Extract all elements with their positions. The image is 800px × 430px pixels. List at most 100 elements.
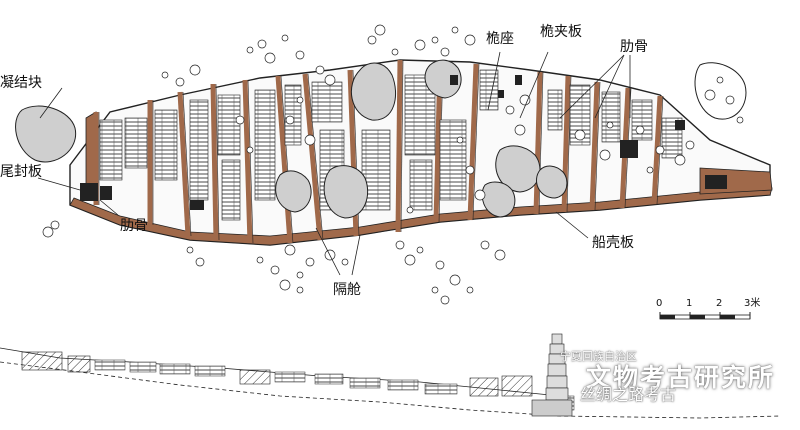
ceramic-bowl xyxy=(431,286,439,294)
ceramic-bowl xyxy=(435,260,445,270)
ceramic-bowl xyxy=(391,48,399,56)
ceramic-bowl xyxy=(451,26,459,34)
ceramic-bowl xyxy=(341,258,349,266)
cargo-stack xyxy=(284,84,302,146)
cargo-stack xyxy=(547,89,563,131)
ceramic-bowl xyxy=(519,94,531,106)
cargo-stack xyxy=(124,117,148,169)
ceramic-bowl xyxy=(646,166,654,174)
ceramic-bowl xyxy=(189,64,201,76)
section-cargo-band xyxy=(349,377,381,389)
ceramic-bowl xyxy=(235,115,245,125)
ceramic-bowl xyxy=(716,76,724,84)
section-view xyxy=(0,347,781,419)
ceramic-bowl xyxy=(685,140,695,150)
ceramic-bowl xyxy=(606,121,614,129)
section-cargo-band xyxy=(424,383,458,395)
rib-frame xyxy=(589,81,600,211)
ceramic-bowl xyxy=(431,36,439,44)
ceramic-bowl xyxy=(324,74,336,86)
ceramic-bowl xyxy=(466,286,474,294)
label-rib-bottom: 肋骨 xyxy=(120,218,148,234)
rib-frame xyxy=(275,75,293,244)
section-cargo-band xyxy=(129,361,157,373)
cargo-stack xyxy=(189,99,209,201)
cargo-stack xyxy=(631,99,653,141)
label-mast-clamp: 桅夹板 xyxy=(540,24,582,40)
label-bulkhead: 隔舱 xyxy=(333,282,361,298)
section-cargo-band xyxy=(274,371,306,383)
ceramic-bowl xyxy=(480,240,490,250)
ceramic-bowl xyxy=(674,154,686,166)
ceramic-bowl xyxy=(161,71,169,79)
dark-artifacts xyxy=(80,75,727,210)
rib-edge xyxy=(182,91,192,237)
cargo-stack xyxy=(569,84,591,146)
rib-frame xyxy=(533,71,543,215)
rib-frame xyxy=(177,91,191,237)
rib-edge xyxy=(472,63,480,221)
pagoda-icon xyxy=(531,333,573,417)
ceramic-bowl xyxy=(494,249,506,261)
rib-frame xyxy=(395,59,403,233)
ceramic-bowl xyxy=(464,34,476,46)
label-mast-step: 桅座 xyxy=(486,31,514,47)
scale-tick-3: 3米 xyxy=(744,298,761,309)
rib-edge xyxy=(247,79,254,244)
ceramic-bowl xyxy=(599,149,611,161)
rib-edge xyxy=(594,81,601,211)
ceramic-bowl xyxy=(416,246,424,254)
ceramic-bowl xyxy=(704,89,716,101)
ceramic-bowl xyxy=(465,165,475,175)
rib-frame xyxy=(210,83,219,241)
ceramic-bowl xyxy=(514,124,526,136)
cargo-stack xyxy=(601,91,621,143)
ceramic-bowl xyxy=(195,257,205,267)
ceramic-bowl xyxy=(305,257,315,267)
ceramic-bowl xyxy=(574,129,586,141)
ceramic-bowl xyxy=(304,134,316,146)
ceramic-bowl xyxy=(635,125,645,135)
section-cargo-band xyxy=(94,359,126,371)
ceramic-bowl xyxy=(474,189,486,201)
rib-edge xyxy=(307,73,324,241)
ceramic-bowl xyxy=(440,295,450,305)
ceramic-bowl xyxy=(264,52,276,64)
rib-frame xyxy=(242,79,253,244)
rib-edge xyxy=(280,75,294,244)
ceramic-bowl xyxy=(279,279,291,291)
ceramic-bowl xyxy=(736,116,744,124)
cargo-stack xyxy=(99,119,123,181)
scale-tick-2: 2 xyxy=(716,298,723,309)
ceramic-bowl xyxy=(414,39,426,51)
ceramic-bowl xyxy=(295,50,305,60)
cargo-stack xyxy=(221,159,241,221)
ceramic-bowl xyxy=(285,115,295,125)
label-stern-board: 尾封板 xyxy=(0,164,42,180)
ceramic-bowl xyxy=(449,274,461,286)
ceramic-bowl xyxy=(374,24,386,36)
label-hull-plank: 船壳板 xyxy=(592,235,634,251)
ceramic-bowl xyxy=(315,65,325,75)
ceramic-bowl xyxy=(284,244,296,256)
ceramic-bowl xyxy=(456,136,464,144)
ceramic-bowl xyxy=(50,220,60,230)
watermark-line2: 文物考古研究所 xyxy=(586,363,776,392)
scattered-ceramics xyxy=(42,24,744,305)
watermark-line3: 丝绸之路考古 xyxy=(580,385,677,404)
ceramic-bowl xyxy=(296,286,304,294)
scale-tick-0: 0 xyxy=(656,298,663,309)
ceramic-bowl xyxy=(296,271,304,279)
concretion-blocks xyxy=(15,59,747,219)
ceramic-bowl xyxy=(440,47,450,57)
ceramic-bowl xyxy=(256,256,264,264)
ceramic-bowl xyxy=(246,146,254,154)
leader-lines xyxy=(37,51,631,276)
watermark-line1: 宁夏回族自治区 xyxy=(560,350,637,363)
ceramic-bowl xyxy=(281,34,289,42)
cargo-stack xyxy=(311,81,343,123)
scale-tick-1: 1 xyxy=(686,298,693,309)
ceramic-bowl xyxy=(246,46,254,54)
